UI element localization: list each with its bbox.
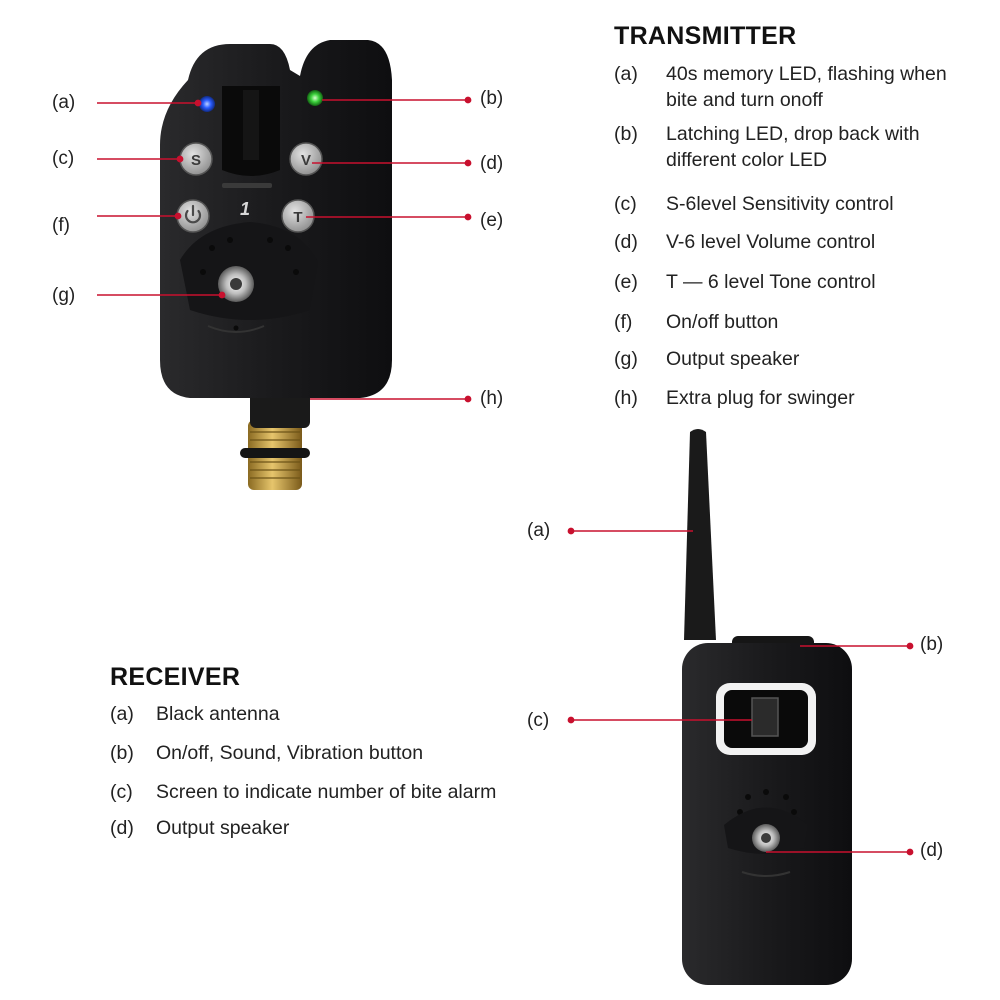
callout-label: (c) — [527, 710, 550, 731]
tone-button — [281, 199, 315, 233]
legend-tag: (b) — [110, 742, 134, 764]
button-letter-s: S — [191, 152, 201, 169]
legend-text: Black antenna — [156, 703, 280, 725]
rubber-washer — [240, 448, 310, 458]
receiver-lcd — [751, 697, 779, 737]
callout-label: (d) — [920, 840, 944, 861]
legend-text: S-6level Sensitivity control — [666, 193, 894, 215]
legend-text: V-6 level Volume control — [666, 231, 876, 253]
legend-text: On/off button — [666, 311, 779, 333]
legend-tag: (b) — [614, 123, 638, 145]
legend-text: Output speaker — [156, 817, 290, 839]
legend-tag: (c) — [110, 781, 133, 803]
power-icon — [184, 204, 202, 224]
legend-tag: (h) — [614, 387, 638, 409]
legend-text: Screen to indicate number of bite alarm — [156, 781, 497, 803]
callout-label: (d) — [480, 153, 504, 174]
receiver-antenna — [684, 429, 716, 640]
callout-label: (h) — [480, 388, 504, 409]
button-letter-v: V — [301, 152, 311, 169]
callout-label: (f) — [52, 215, 70, 236]
callout-label: (a) — [52, 92, 76, 113]
leader-lines — [97, 96, 914, 856]
legend-tag: (d) — [110, 817, 134, 839]
legend-tag: (e) — [614, 271, 638, 293]
callout-label: (g) — [52, 285, 76, 306]
legend-tag: (d) — [614, 231, 638, 253]
volume-button — [289, 142, 323, 176]
legend-tag: (c) — [614, 193, 637, 215]
legend-tag: (f) — [614, 311, 633, 333]
callout-label: (b) — [920, 634, 944, 655]
green-led — [307, 90, 323, 106]
legend-tag: (g) — [614, 348, 638, 370]
button-letter-t: T — [293, 209, 302, 226]
callout-label: (e) — [480, 210, 504, 231]
callout-label: (c) — [52, 148, 75, 169]
transmitter-heading: TRANSMITTER — [614, 22, 797, 50]
transmitter-device — [160, 40, 392, 490]
legend-text: On/off, Sound, Vibration button — [156, 742, 424, 764]
legend-tag: (a) — [110, 703, 134, 725]
receiver-device — [682, 429, 852, 985]
legend-text: 40s memory LED, flashing when bite and t… — [666, 63, 947, 111]
callout-label: (b) — [480, 88, 504, 109]
legend-text: Output speaker — [666, 348, 800, 370]
legend-text: T — 6 level Tone control — [666, 271, 876, 293]
blue-led — [199, 96, 215, 112]
channel-number: 1 — [240, 199, 250, 219]
callout-label: (a) — [527, 520, 551, 541]
receiver-heading: RECEIVER — [110, 663, 241, 691]
legend-text: Latching LED, drop back with different c… — [666, 123, 920, 171]
legend-tag: (a) — [614, 63, 638, 85]
legend-text: Extra plug for swinger — [666, 387, 855, 409]
